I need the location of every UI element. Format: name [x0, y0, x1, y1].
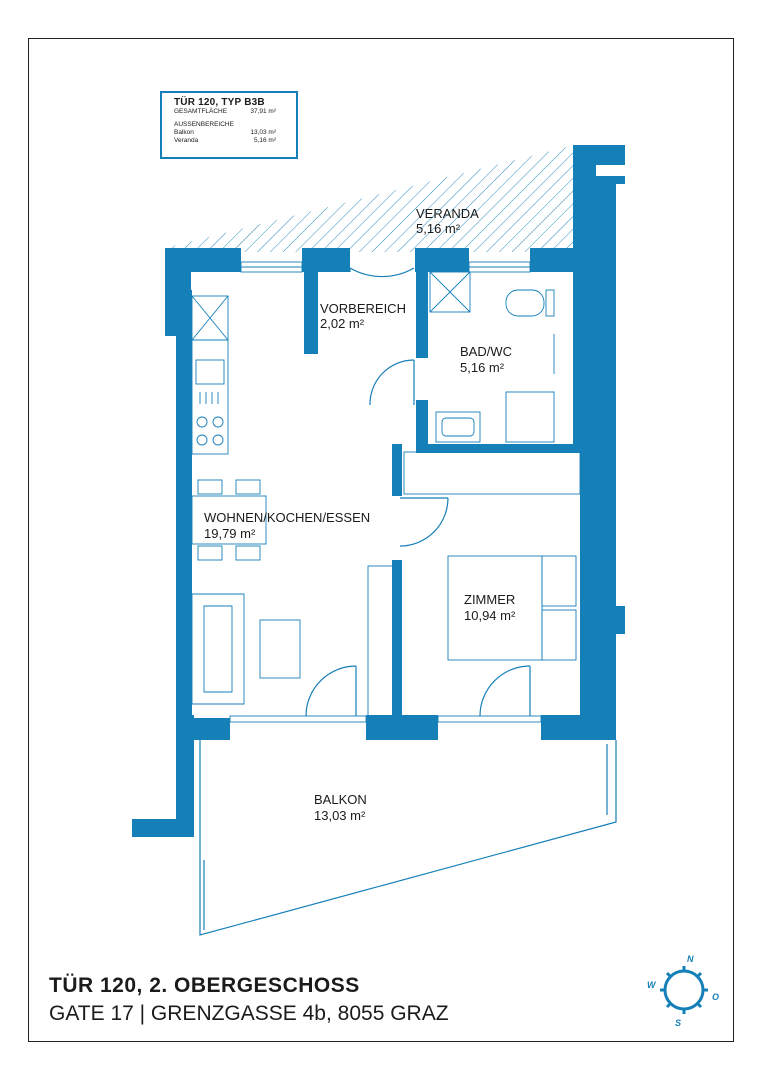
bathroom-fixtures [429, 271, 555, 443]
outdoor-header: AUSSENBEREICHE [174, 121, 234, 128]
compass-s: S [675, 1018, 681, 1028]
veranda-area [165, 145, 575, 252]
wohnen-label: WOHNEN/KOCHEN/ESSEN [204, 510, 370, 525]
zimmer-label: ZIMMER [464, 592, 515, 607]
compass-n: N [687, 954, 694, 964]
unit-title: TÜR 120, TYP B3B [174, 97, 265, 108]
veranda-label-box: Veranda [174, 137, 199, 144]
balcony-label: Balkon [174, 129, 194, 136]
interior-walls [304, 268, 596, 740]
balkon-label: BALKON [314, 792, 367, 807]
balcony-outline [199, 740, 617, 936]
compass-icon: N O S W [647, 954, 719, 1028]
dining-table [191, 479, 267, 561]
total-area-label: GESAMTFLÄCHE [174, 108, 228, 115]
door-arcs [305, 267, 531, 717]
wohnen-area-value: 19,79 m² [204, 526, 256, 541]
veranda-area-value: 5,16 m² [416, 221, 461, 236]
unit-info-box: TÜR 120, TYP B3B GESAMTFLÄCHE 37,91 m² A… [160, 91, 298, 159]
vorbereich-label: VORBEREICH [320, 301, 406, 316]
total-area-value: 37,91 m² [250, 108, 276, 115]
kitchen [191, 295, 229, 455]
balcony-value: 13,03 m² [250, 129, 276, 136]
sofa [191, 565, 397, 717]
outer-walls [132, 145, 625, 837]
footer-address: GATE 17 | GRENZGASSE 4b, 8055 GRAZ [49, 1002, 449, 1025]
balkon-area-value: 13,03 m² [314, 808, 366, 823]
bad-label: BAD/WC [460, 344, 512, 359]
compass-o: O [712, 992, 719, 1002]
windows [229, 261, 542, 723]
veranda-row: Veranda 5,16 m² [174, 137, 290, 145]
bedroom-furniture [403, 451, 581, 661]
veranda-label: VERANDA [416, 206, 479, 221]
zimmer-area-value: 10,94 m² [464, 608, 516, 623]
vorbereich-area-value: 2,02 m² [320, 316, 365, 331]
bad-area-value: 5,16 m² [460, 360, 505, 375]
page-frame [28, 38, 734, 1042]
balcony-row: Balkon 13,03 m² [174, 129, 290, 137]
compass-w: W [647, 980, 657, 990]
veranda-value-box: 5,16 m² [253, 137, 276, 144]
footer-title: TÜR 120, 2. OBERGESCHOSS [49, 974, 360, 997]
total-area-row: GESAMTFLÄCHE 37,91 m² [174, 108, 290, 116]
